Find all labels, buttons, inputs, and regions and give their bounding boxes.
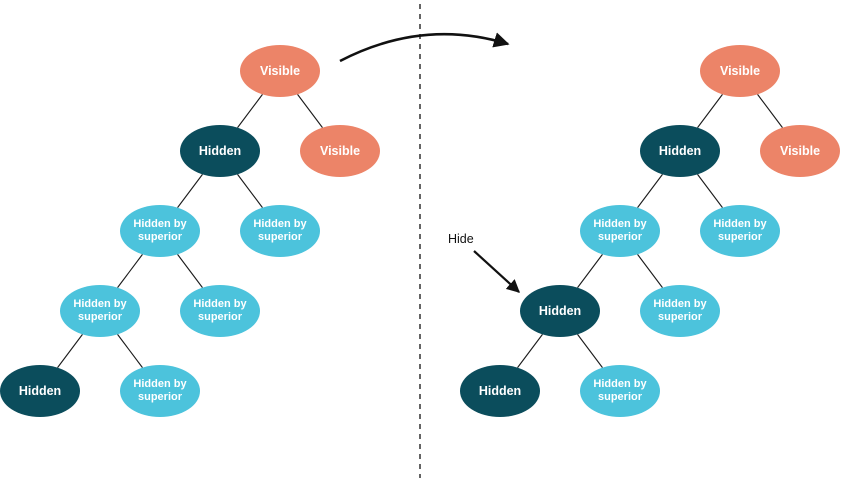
tree-node-hidden[interactable]: Hidden bbox=[180, 125, 260, 177]
tree-node-visible[interactable]: Visible bbox=[760, 125, 840, 177]
tree-node-label: Hidden bbox=[198, 143, 242, 158]
tree-node-hidden[interactable]: Hidden bbox=[640, 125, 720, 177]
tree-edge bbox=[57, 334, 83, 368]
tree-node-hidden-by-superior[interactable]: Hidden by superior bbox=[120, 365, 200, 417]
tree-node-label: Hidden by superior bbox=[133, 218, 187, 243]
edges-before-tree bbox=[57, 94, 323, 368]
tree-edge bbox=[237, 94, 263, 128]
tree-node-hidden[interactable]: Hidden bbox=[460, 365, 540, 417]
tree-node-label: Hidden by superior bbox=[593, 378, 647, 403]
edges-after-tree bbox=[517, 94, 783, 368]
tree-edge bbox=[297, 94, 323, 128]
tree-node-label: Hidden bbox=[18, 383, 62, 398]
tree-node-label: Visible bbox=[779, 143, 821, 158]
tree-edge bbox=[637, 174, 663, 208]
tree-node-hidden-by-superior[interactable]: Hidden by superior bbox=[120, 205, 200, 257]
tree-edge bbox=[697, 94, 723, 128]
tree-node-label: Hidden bbox=[478, 383, 522, 398]
tree-node-label: Visible bbox=[719, 63, 761, 78]
tree-node-hidden-by-superior[interactable]: Hidden by superior bbox=[180, 285, 260, 337]
tree-node-label: Hidden by superior bbox=[653, 298, 707, 323]
tree-edge bbox=[117, 334, 143, 368]
tree-edge bbox=[117, 254, 143, 288]
hide-annotation-label: Hide bbox=[448, 232, 474, 246]
tree-node-label: Hidden bbox=[658, 143, 702, 158]
tree-node-label: Visible bbox=[319, 143, 361, 158]
hide-pointer-arrow bbox=[473, 250, 520, 293]
tree-node-label: Hidden by superior bbox=[253, 218, 307, 243]
tree-node-label: Hidden by superior bbox=[193, 298, 247, 323]
tree-node-label: Hidden by superior bbox=[133, 378, 187, 403]
tree-node-label: Hidden by superior bbox=[713, 218, 767, 243]
tree-node-visible[interactable]: Visible bbox=[300, 125, 380, 177]
tree-node-label: Visible bbox=[259, 63, 301, 78]
tree-node-label: Hidden by superior bbox=[593, 218, 647, 243]
tree-node-hidden-by-superior[interactable]: Hidden by superior bbox=[580, 365, 660, 417]
tree-edge bbox=[577, 254, 603, 288]
tree-node-visible[interactable]: Visible bbox=[700, 45, 780, 97]
tree-edge bbox=[177, 254, 203, 288]
tree-node-hidden[interactable]: Hidden bbox=[520, 285, 600, 337]
tree-node-hidden[interactable]: Hidden bbox=[0, 365, 80, 417]
tree-edge bbox=[697, 174, 723, 208]
tree-edge bbox=[577, 334, 603, 368]
tree-node-label: Hidden bbox=[538, 303, 582, 318]
tree-node-label: Hidden by superior bbox=[73, 298, 127, 323]
tree-node-hidden-by-superior[interactable]: Hidden by superior bbox=[60, 285, 140, 337]
tree-edge bbox=[177, 174, 203, 208]
tree-node-hidden-by-superior[interactable]: Hidden by superior bbox=[700, 205, 780, 257]
tree-edge bbox=[237, 174, 263, 208]
tree-edge bbox=[517, 334, 543, 368]
tree-node-hidden-by-superior[interactable]: Hidden by superior bbox=[580, 205, 660, 257]
tree-edge bbox=[637, 254, 663, 288]
tree-node-hidden-by-superior[interactable]: Hidden by superior bbox=[640, 285, 720, 337]
tree-node-visible[interactable]: Visible bbox=[240, 45, 320, 97]
tree-edge bbox=[757, 94, 783, 128]
tree-node-hidden-by-superior[interactable]: Hidden by superior bbox=[240, 205, 320, 257]
transition-arrow bbox=[339, 32, 510, 63]
